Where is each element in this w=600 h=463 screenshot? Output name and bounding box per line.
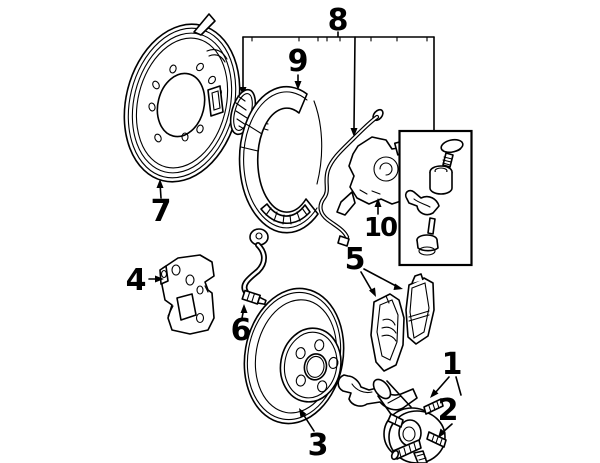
rotor-lug-holes xyxy=(295,339,339,393)
callout-7-arrow xyxy=(156,179,164,199)
backing-plate-bracket xyxy=(207,85,224,117)
callout-6-arrow xyxy=(240,304,248,319)
callout-5-arrows xyxy=(360,268,403,297)
callout-7: 7 xyxy=(151,194,172,229)
backing-plate-tab xyxy=(193,13,216,36)
brake-rotor xyxy=(243,287,345,425)
callout-3: 3 xyxy=(308,428,329,463)
callout-9: 9 xyxy=(288,44,309,79)
brake-hose xyxy=(241,228,269,306)
callout-2: 2 xyxy=(438,393,459,428)
callout-10: 10 xyxy=(364,213,397,243)
callout-10-arrow xyxy=(374,198,382,215)
callout-3-arrow xyxy=(299,408,315,432)
callout-8-bracket xyxy=(239,31,435,137)
backing-plate-slot xyxy=(206,49,228,63)
wheel-studs xyxy=(387,398,447,463)
brake-caliper xyxy=(159,254,215,335)
kit-bushing xyxy=(429,165,453,195)
kit-cap xyxy=(416,234,439,256)
callout-4: 4 xyxy=(126,263,147,298)
callout-2-arrow xyxy=(438,423,453,438)
brake-pad-inner xyxy=(370,293,405,372)
hose-fitting xyxy=(241,289,267,306)
kit-clip xyxy=(404,189,440,216)
hardware-kit-box xyxy=(398,129,473,267)
callout-9-arrow xyxy=(294,74,302,90)
brake-pads xyxy=(370,273,435,372)
backing-plate xyxy=(123,13,241,183)
callout-5: 5 xyxy=(345,242,366,277)
kit-pin xyxy=(427,217,436,235)
parking-brake-shoe xyxy=(238,85,323,234)
kit-bolt xyxy=(440,138,464,168)
callout-1-arrows xyxy=(430,376,462,398)
callout-8: 8 xyxy=(328,3,349,38)
parking-brake-cable xyxy=(318,108,384,247)
callout-1: 1 xyxy=(442,347,463,382)
brake-pad-outer xyxy=(405,273,435,345)
callout-4-arrow xyxy=(148,275,164,283)
hub-assembly xyxy=(372,378,447,463)
callout-6: 6 xyxy=(231,313,252,348)
